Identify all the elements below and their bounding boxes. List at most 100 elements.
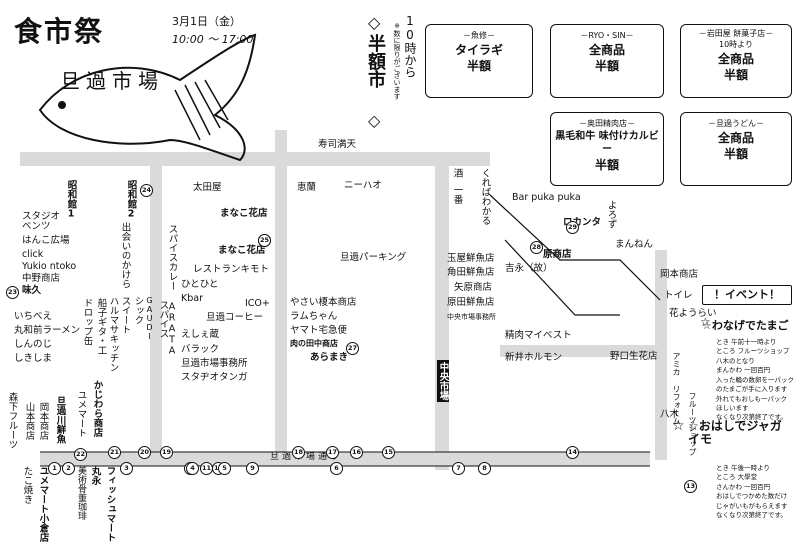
road-horizontal-mid bbox=[500, 345, 665, 357]
road-vertical-left bbox=[150, 152, 162, 452]
event-line: とき 午後一時より bbox=[716, 464, 770, 472]
road-horizontal-sushi bbox=[20, 152, 490, 166]
promo-deal: 半額 bbox=[723, 67, 748, 82]
shop-nihao: ニーハオ bbox=[344, 180, 382, 191]
from-ten: 10時から bbox=[403, 14, 417, 78]
shop-manako-2: まなこ花店 bbox=[218, 245, 266, 256]
promo-shop: －旦過うどん－ bbox=[708, 119, 764, 128]
shop-amichi: アミカ リフォーム bbox=[672, 352, 681, 425]
event-line: 外れてもおしも一パック bbox=[716, 394, 787, 403]
shop-shinei: 新井ホルモン bbox=[505, 352, 563, 363]
promo-sub: 10時より bbox=[718, 39, 754, 49]
promo-shop: －魚修－ bbox=[463, 31, 495, 40]
shop-suite: スイート bbox=[119, 296, 131, 334]
svg-text:☆: ☆ bbox=[700, 315, 711, 329]
promo-box-iwataya: －岩田屋 餅菓子店－ 10時より 全商品 半額 bbox=[680, 24, 792, 98]
street-parking-label: 旦過パーキング bbox=[340, 252, 407, 263]
shop-showakan1: 昭和館1 bbox=[65, 180, 77, 220]
shop-arakimaki: あらまき bbox=[310, 352, 349, 363]
shop-rokatsuo: ロカンタ bbox=[563, 217, 602, 228]
shop-studio: スタジオ ベンツ bbox=[22, 211, 61, 233]
shop-morishita: 森下フルーツ bbox=[6, 392, 18, 449]
shop-yorozu: よろず bbox=[605, 200, 617, 229]
shop-hanko: はんこ広場 bbox=[22, 235, 70, 246]
event-line: さんかわ 一回百円 bbox=[716, 482, 771, 491]
shop-yahara: 矢原商店 bbox=[454, 282, 493, 293]
promo-deal: 半額 bbox=[723, 146, 748, 161]
map-number-badge: 28 bbox=[530, 241, 543, 254]
shop-harukita: 原商店 bbox=[543, 249, 572, 260]
shop-stachi: スタヂオタンガ bbox=[181, 372, 248, 383]
shop-yukio: Yukio ntoko bbox=[22, 261, 77, 272]
shop-mikyu: 味久 bbox=[22, 285, 42, 296]
promo-box-uoshu: －魚修－ タイラギ 半額 bbox=[425, 24, 533, 98]
shop-kappa: かじわら商店 bbox=[91, 380, 103, 437]
wanage-title: ☆わなげでたまご bbox=[702, 319, 789, 332]
promo-deal: 半額 bbox=[594, 157, 619, 172]
map-number-badge: 2 bbox=[62, 462, 75, 475]
shop-tako: たこ焼き bbox=[21, 466, 33, 504]
promo-box-okuda: －奥田精肉店－ 黒毛和牛 味付けカルビー 半額 bbox=[550, 112, 664, 186]
event-line: ところ フルーツショップ bbox=[716, 347, 790, 356]
promo-box-ryosin: －RYO・SIN－ 全商品 半額 bbox=[550, 24, 664, 98]
jagaimo-text: とき 午後一時よりところ 大學堂さんかわ 一回百円おはしでつかめた数だけじゃがい… bbox=[716, 464, 788, 521]
map-number-badge: 1 bbox=[48, 462, 61, 475]
event-line: じゃがいもがもらえます bbox=[716, 501, 788, 510]
shop-yamato: ヤマト宅急便 bbox=[290, 325, 348, 336]
promo-shop: －RYO・SIN－ bbox=[580, 31, 634, 40]
date-text: 3月1日（金） bbox=[172, 15, 241, 28]
map-number-badge: 20 bbox=[138, 446, 151, 459]
shop-manako: まなこ花店 bbox=[220, 208, 268, 219]
street-sushi-label: 寿司満天 bbox=[318, 139, 357, 150]
shop-okamoto2: 岡本商店 bbox=[37, 402, 49, 440]
map-number-badge: 3 bbox=[120, 462, 133, 475]
shop-drop: ドロップ缶 bbox=[81, 298, 93, 346]
promo-deal: 半額 bbox=[466, 58, 491, 73]
time-text: 10:00 ～ 17:00 bbox=[172, 33, 254, 46]
map-number-badge: 25 bbox=[258, 234, 271, 247]
wanage-text: とき 午前十一時よりところ フルーツショップ八木のとなりまんかわ 一回百円入った… bbox=[716, 338, 794, 423]
shop-click: click bbox=[22, 249, 44, 260]
shop-resto: レストランキモト bbox=[193, 264, 270, 275]
map-number-badge: 17 bbox=[326, 446, 339, 459]
shop-kureba: くればわかる bbox=[479, 168, 491, 225]
shop-yagi: 八木 bbox=[660, 409, 680, 420]
shop-gaudi: GAUDI bbox=[145, 296, 154, 341]
festival-title: 食市祭 bbox=[14, 15, 105, 48]
event-line: とき 午前十一時より bbox=[716, 338, 777, 346]
shop-central-store: 中央市場事務所 bbox=[447, 313, 496, 321]
map-number-badge: 22 bbox=[74, 448, 87, 461]
event-label: ！イベント！ bbox=[702, 285, 792, 305]
map-number-badge: 24 bbox=[140, 184, 153, 197]
event-line: なくなり次第終了です。 bbox=[716, 511, 787, 520]
promo-item: 黒毛和牛 味付けカルビー bbox=[555, 130, 659, 156]
shop-ichibe: いちべえ bbox=[14, 311, 53, 322]
shop-matsuri: 精肉マイベスト bbox=[505, 330, 572, 341]
map-number-badge: 16 bbox=[350, 446, 363, 459]
shop-fishmart: フィッシュマート bbox=[104, 466, 116, 542]
promo-item: タイラギ bbox=[454, 42, 503, 57]
map-number-badge: 9 bbox=[246, 462, 259, 475]
shop-bijutsu: 美術骨董珈琲 bbox=[76, 466, 86, 520]
shop-fruits: フルーツショップ bbox=[688, 392, 697, 456]
shop-kbar: Kbar bbox=[181, 293, 203, 304]
shop-showakan2: 昭和館2 bbox=[125, 180, 137, 220]
promo-shop: －奥田精肉店－ bbox=[579, 119, 635, 128]
event-line: 八木のとなり bbox=[716, 356, 755, 365]
shop-maruzen: 丸永 bbox=[89, 466, 101, 485]
promo-shop: －岩田屋 餅菓子店－ bbox=[698, 29, 774, 38]
shop-yumeto2: ユメマート小倉店 bbox=[37, 466, 49, 542]
event-line: 入った輪の数卵を一パック bbox=[716, 375, 794, 384]
shop-tanaka: 肉の田中商店 bbox=[290, 339, 338, 348]
shop-shinoji: しんのじ bbox=[14, 339, 53, 350]
map-number-badge: 4 bbox=[186, 462, 199, 475]
shop-hanaya: 花ようらい bbox=[669, 308, 717, 319]
map-number-badge: 15 bbox=[382, 446, 395, 459]
event-line: おはしでつかめた数だけ bbox=[716, 492, 788, 501]
event-line: ほしいます bbox=[716, 403, 749, 412]
shop-yumeto: ユメマート bbox=[75, 390, 87, 438]
map-number-badge: 14 bbox=[566, 446, 579, 459]
shop-tankafish: 旦過川鮮魚 bbox=[54, 396, 66, 444]
shop-kinchan: ハルマサキッチン bbox=[107, 296, 119, 372]
promo-item: 全商品 bbox=[588, 42, 625, 57]
